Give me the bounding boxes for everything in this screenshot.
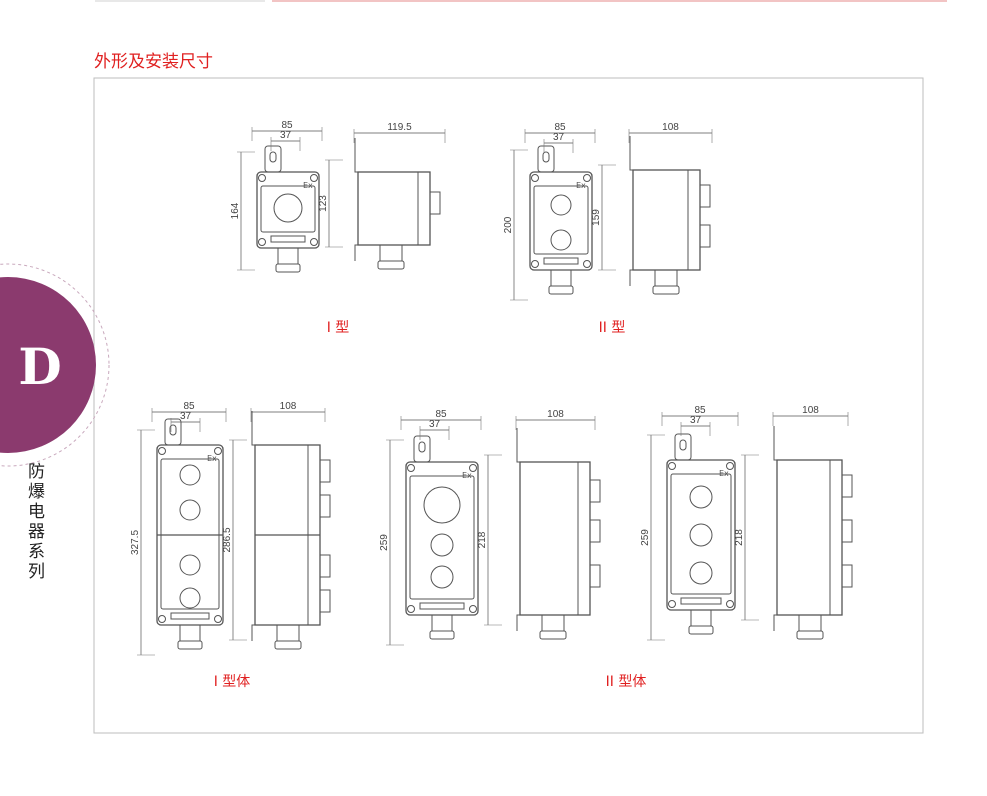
ex-mark: Ex bbox=[303, 181, 313, 190]
push-button bbox=[689, 485, 713, 509]
push-button bbox=[689, 561, 713, 585]
drawing-caption: II 型体 bbox=[606, 674, 647, 690]
chapter-ring bbox=[0, 263, 110, 467]
push-button bbox=[689, 523, 713, 547]
chapter-letter: D bbox=[18, 337, 61, 396]
total-height-dim-value: 327.5 bbox=[130, 530, 141, 555]
depth-dim-value: 108 bbox=[547, 409, 564, 420]
push-button bbox=[550, 194, 572, 216]
drawing-caption: I 型体 bbox=[214, 674, 251, 690]
width-dim-value: 85 bbox=[435, 409, 447, 420]
body-height-dim-value: 218 bbox=[477, 531, 488, 548]
ex-mark: Ex bbox=[576, 181, 586, 190]
hole-dim-value: 37 bbox=[429, 419, 441, 430]
drawing-caption: II 型 bbox=[599, 320, 626, 336]
drawing-caption: I 型 bbox=[327, 320, 350, 336]
total-height-dim-value: 259 bbox=[640, 529, 651, 546]
side-view bbox=[354, 138, 441, 270]
total-height-dim-value: 259 bbox=[379, 534, 390, 551]
body-height-dim-value: 286.5 bbox=[222, 527, 233, 552]
depth-dim-value: 108 bbox=[662, 122, 679, 133]
hole-dim-value: 37 bbox=[180, 411, 192, 422]
hole-dim-value: 37 bbox=[553, 132, 565, 143]
chapter-name: 防爆电器系列 bbox=[28, 462, 45, 582]
side-view bbox=[773, 426, 853, 640]
width-dim-value: 85 bbox=[281, 120, 293, 131]
push-button bbox=[430, 565, 454, 589]
depth-dim-value: 119.5 bbox=[387, 122, 412, 133]
ex-mark: Ex bbox=[719, 469, 729, 478]
front-view: Ex bbox=[405, 435, 479, 640]
body-height-dim-value: 159 bbox=[591, 209, 602, 226]
depth-dim-value: 108 bbox=[802, 405, 819, 416]
side-view bbox=[251, 411, 331, 650]
push-button bbox=[179, 499, 201, 521]
hole-dim-value: 37 bbox=[280, 130, 292, 141]
width-dim-value: 85 bbox=[183, 401, 195, 412]
width-dim-value: 85 bbox=[694, 405, 706, 416]
front-view: Ex bbox=[156, 418, 224, 650]
push-button bbox=[179, 464, 201, 486]
body-height-dim-value: 123 bbox=[318, 195, 329, 212]
chapter-badge bbox=[0, 277, 96, 453]
body-height-dim-value: 218 bbox=[734, 529, 745, 546]
section-title: 外形及安装尺寸 bbox=[94, 52, 213, 72]
top-rule-grey bbox=[95, 0, 265, 2]
front-view: Ex bbox=[666, 433, 736, 635]
width-dim-value: 85 bbox=[554, 122, 566, 133]
ex-mark: Ex bbox=[207, 454, 217, 463]
push-button bbox=[179, 587, 201, 609]
push-button bbox=[179, 554, 201, 576]
drawing-frame bbox=[93, 77, 924, 734]
push-button bbox=[430, 533, 454, 557]
depth-dim-value: 108 bbox=[280, 401, 297, 412]
top-rule-pink bbox=[272, 0, 947, 2]
push-button bbox=[273, 193, 303, 223]
push-button bbox=[423, 486, 461, 524]
front-view: Ex bbox=[256, 145, 320, 273]
hole-dim-value: 37 bbox=[690, 415, 702, 426]
side-view bbox=[516, 428, 601, 640]
total-height-dim-value: 200 bbox=[503, 216, 514, 233]
side-view bbox=[629, 136, 711, 295]
front-view: Ex bbox=[529, 145, 593, 295]
total-height-dim-value: 164 bbox=[230, 202, 241, 219]
push-button bbox=[550, 229, 572, 251]
ex-mark: Ex bbox=[462, 471, 472, 480]
